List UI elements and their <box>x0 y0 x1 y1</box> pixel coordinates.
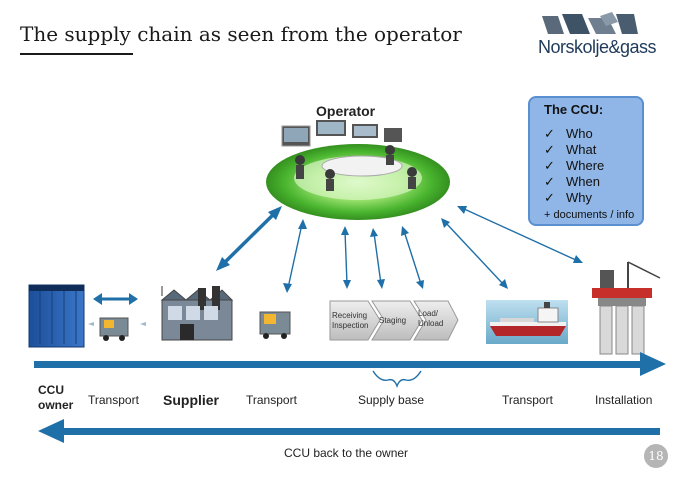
slide-title: The supply chain as seen from the operat… <box>20 22 462 46</box>
chevron-receiving-line2: Inspection <box>332 321 368 330</box>
chevron-receiving-line1: Receiving <box>332 311 367 320</box>
stage-label-supplier: Supplier <box>163 392 220 408</box>
ccu-item-when: ✓ When <box>544 174 604 190</box>
check-icon: ✓ <box>544 174 555 189</box>
check-icon: ✓ <box>544 158 555 173</box>
chevron-staging: Staging <box>379 316 406 325</box>
stage-label-installation: Installation <box>595 393 653 407</box>
supplier-factory-illustration <box>160 286 234 341</box>
supply-base-process-chevrons: Receiving Inspection Staging Load/ Unloa… <box>329 300 459 341</box>
ccu-item-label: Why <box>566 190 592 205</box>
return-flow-arrow <box>38 419 660 443</box>
ccu-item-why: ✓ Why <box>544 190 604 206</box>
owner-line2: owner <box>38 398 74 412</box>
ccu-item-who: ✓ Who <box>544 126 604 142</box>
stage-label-transport-1: Transport <box>88 393 139 407</box>
supply-base-brace <box>372 370 422 388</box>
chevron-load-line1: Load/ <box>418 309 439 318</box>
ccu-item-label: Where <box>566 158 605 173</box>
ccu-item-what: ✓ What <box>544 142 604 158</box>
chevron-load-line2: Unload <box>418 319 443 328</box>
stage-label-transport-2: Transport <box>246 393 297 407</box>
owner-line1: CCU <box>38 383 64 397</box>
ccu-item-where: ✓ Where <box>544 158 604 174</box>
check-icon: ✓ <box>544 190 555 205</box>
ccu-checklist: ✓ Who ✓ What ✓ Where ✓ When ✓ Why <box>544 126 604 206</box>
stage-label-transport-3: Transport <box>502 393 553 407</box>
stage-label-owner: CCU owner <box>38 383 73 413</box>
ccu-item-label: Who <box>566 126 593 141</box>
operator-label: Operator <box>316 103 376 119</box>
supply-vessel-illustration <box>486 300 568 344</box>
forward-flow-arrow <box>34 352 666 376</box>
ccu-container-illustration <box>28 284 85 348</box>
installation-platform-illustration <box>592 261 661 355</box>
information-flow-arrows <box>216 206 583 293</box>
stage-label-supply-base: Supply base <box>358 393 425 407</box>
check-icon: ✓ <box>544 142 555 157</box>
ccu-item-label: When <box>566 174 600 189</box>
ccu-item-label: What <box>566 142 597 157</box>
logo-text: Norskolje&gass <box>538 37 657 57</box>
title-underline <box>20 53 133 55</box>
transport-truck-1-illustration <box>88 293 146 341</box>
norsk-olje-gass-logo <box>542 12 638 34</box>
ccu-box-title: The CCU: <box>544 102 604 117</box>
check-icon: ✓ <box>544 126 555 141</box>
return-flow-label: CCU back to the owner <box>284 446 409 460</box>
operator-room-illustration <box>266 120 450 220</box>
ccu-info-box: The CCU: ✓ Who ✓ What ✓ Where ✓ When ✓ Why + … <box>528 96 644 226</box>
ccu-box-footer: + documents / info <box>544 209 635 221</box>
transport-truck-2-illustration <box>259 311 291 339</box>
page-number-badge: 18 <box>644 444 668 468</box>
